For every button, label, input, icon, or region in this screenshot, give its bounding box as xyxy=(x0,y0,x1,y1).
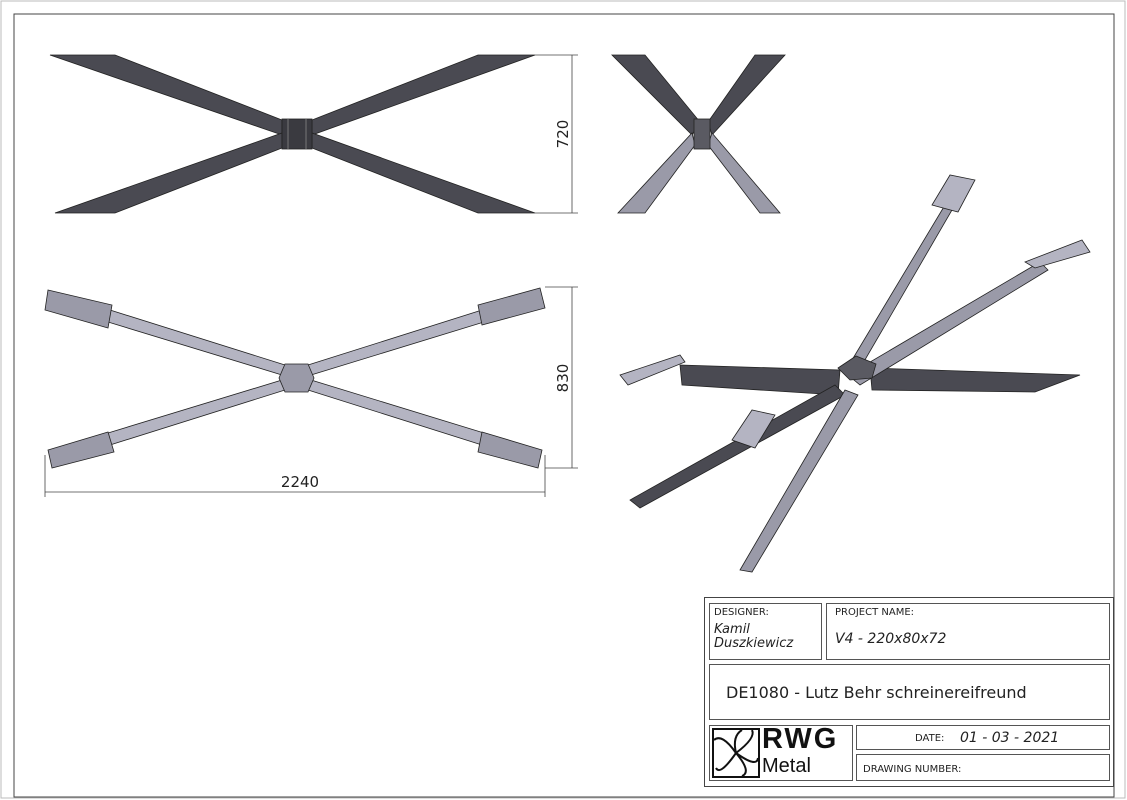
description-box: DE1080 - Lutz Behr schreinereifreund xyxy=(709,664,1110,720)
logo-rwg-text: RWG xyxy=(762,723,839,755)
side-view xyxy=(611,54,786,214)
designer-label: DESIGNER: xyxy=(714,607,769,618)
sheet-border xyxy=(13,13,1115,798)
rwg-swirl-logo-icon xyxy=(712,728,760,778)
dimension-830-label: 830 xyxy=(554,364,572,393)
date-box: DATE: 01 - 03 - 2021 xyxy=(856,725,1110,750)
project-label: PROJECT NAME: xyxy=(835,607,915,618)
top-view xyxy=(44,287,546,469)
dimension-720 xyxy=(535,54,578,214)
front-view xyxy=(49,54,536,214)
drawing-number-box: DRAWING NUMBER: xyxy=(856,754,1110,781)
project-name: V4 - 220x80x72 xyxy=(835,631,947,647)
designer-box: DESIGNER: Kamil Duszkiewicz xyxy=(709,603,822,660)
dimension-830 xyxy=(545,286,578,469)
date-value: 01 - 03 - 2021 xyxy=(960,730,1060,746)
logo-box: RWG Metal xyxy=(709,723,853,781)
dimension-2240-label: 2240 xyxy=(281,473,319,491)
date-label: DATE: xyxy=(915,733,945,744)
drawing-number-label: DRAWING NUMBER: xyxy=(863,764,962,775)
dimension-720-label: 720 xyxy=(554,120,572,149)
logo-metal-text: Metal xyxy=(762,755,811,777)
designer-name-line2: Duszkiewicz xyxy=(714,636,794,651)
project-description: DE1080 - Lutz Behr schreinereifreund xyxy=(726,683,1027,702)
dimension-2240 xyxy=(44,455,546,497)
designer-name-line1: Kamil xyxy=(714,622,750,637)
isometric-view xyxy=(619,174,1091,573)
project-box: PROJECT NAME: V4 - 220x80x72 xyxy=(826,603,1110,660)
